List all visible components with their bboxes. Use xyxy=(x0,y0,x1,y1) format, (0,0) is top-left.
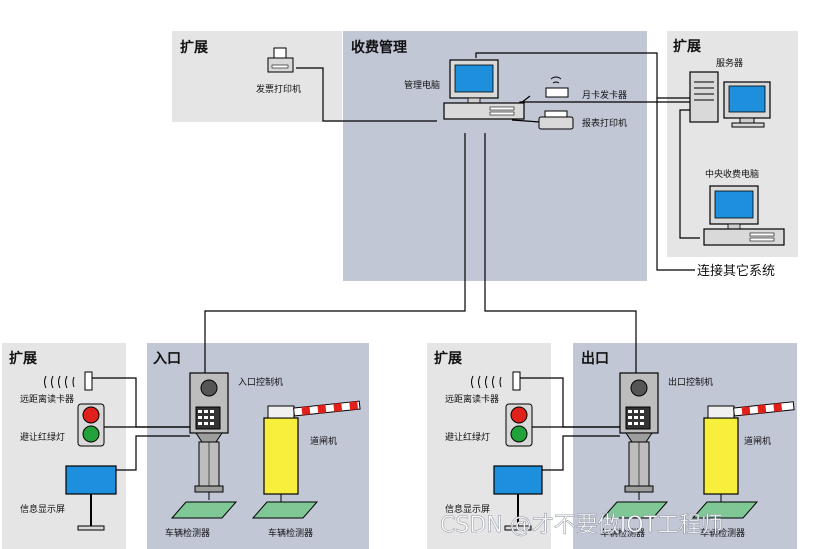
server-icon xyxy=(689,71,771,128)
region-title-exit: 出口 xyxy=(581,350,609,367)
exit-reader-icon xyxy=(471,371,521,391)
region-ext-printer xyxy=(172,31,342,122)
connect-other-systems-label: 连接其它系统 xyxy=(697,263,775,279)
region-title-entry: 入口 xyxy=(153,351,181,367)
region-ext-entry xyxy=(2,343,126,549)
card-issuer-icon xyxy=(545,76,569,98)
entry-barrier-label: 道闸机 xyxy=(310,435,337,447)
invoice-printer-label: 发票打印机 xyxy=(256,83,301,95)
exit-display-label: 信息显示屏 xyxy=(445,503,490,515)
exit-barrier-label: 道闸机 xyxy=(744,435,771,447)
entry-detector-right-label: 车辆检测器 xyxy=(268,527,313,539)
exit-controller-label: 出口控制机 xyxy=(668,376,713,388)
region-title-toll-mgmt: 收费管理 xyxy=(351,39,407,56)
entry-reader-label: 远距离读卡器 xyxy=(20,393,74,405)
central-pc-label: 中央收费电脑 xyxy=(705,168,759,180)
exit-display-icon xyxy=(493,465,543,531)
exit-detector-right-label: 车辆检测器 xyxy=(700,527,745,539)
entry-traffic-light-label: 避让红绿灯 xyxy=(20,431,65,443)
exit-detector-left-label: 车辆检测器 xyxy=(600,527,645,539)
exit-reader-label: 远距离读卡器 xyxy=(445,393,499,405)
entry-display-icon xyxy=(65,465,117,531)
exit-traffic-light-label: 避让红绿灯 xyxy=(445,431,490,443)
entry-traffic-light-icon xyxy=(77,403,105,447)
region-title-ext-server: 扩展 xyxy=(673,38,701,55)
card-issuer-label: 月卡发卡器 xyxy=(582,89,627,101)
entry-detector-left-icon xyxy=(170,501,238,519)
report-printer-icon xyxy=(538,110,574,130)
entry-controller-label: 入口控制机 xyxy=(238,376,283,388)
report-printer-label: 报表打印机 xyxy=(582,117,627,129)
management-pc-label: 管理电脑 xyxy=(404,79,440,91)
entry-barrier-icon xyxy=(263,400,361,502)
entry-detector-left-label: 车辆检测器 xyxy=(165,527,210,539)
entry-display-label: 信息显示屏 xyxy=(20,503,65,515)
invoice-printer-icon xyxy=(267,47,294,73)
region-title-ext-entry: 扩展 xyxy=(9,350,37,367)
region-title-ext-exit: 扩展 xyxy=(434,350,462,367)
exit-detector-right-icon xyxy=(691,501,759,519)
watermark: CSDN @才不要做IOT工程师 xyxy=(440,513,723,538)
server-label: 服务器 xyxy=(716,57,743,69)
exit-detector-left-icon xyxy=(601,501,669,519)
exit-controller-icon xyxy=(619,372,659,500)
exit-barrier-icon xyxy=(703,401,795,502)
region-title-ext-printer: 扩展 xyxy=(180,39,208,56)
entry-reader-icon xyxy=(44,371,93,391)
entry-detector-right-icon xyxy=(251,501,319,519)
entry-controller-icon xyxy=(189,372,229,500)
exit-traffic-light-icon xyxy=(505,403,533,447)
